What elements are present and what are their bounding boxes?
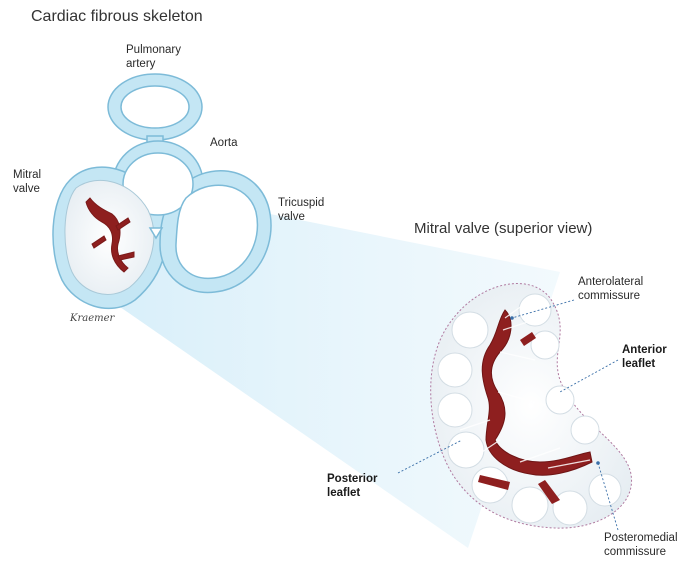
label-mitral-valve: Mitral valve (13, 168, 41, 196)
label-tricuspid-valve: Tricuspid valve (278, 196, 324, 224)
label-pulmonary-artery: Pulmonary artery (126, 43, 181, 71)
mitral-view-title: Mitral valve (superior view) (414, 220, 592, 237)
leader-anterior (560, 360, 618, 392)
label-aorta: Aorta (210, 136, 238, 150)
label-posterior-leaflet: Posterior leaflet (327, 472, 378, 500)
label-anterolateral-commissure: Anterolateral commissure (578, 275, 643, 303)
artist-signature: Kraemer (70, 313, 114, 324)
skeleton-title: Cardiac fibrous skeleton (31, 8, 203, 26)
label-anterior-leaflet: Anterior leaflet (622, 343, 667, 371)
label-posteromedial-commissure: Posteromedial commissure (604, 531, 678, 559)
